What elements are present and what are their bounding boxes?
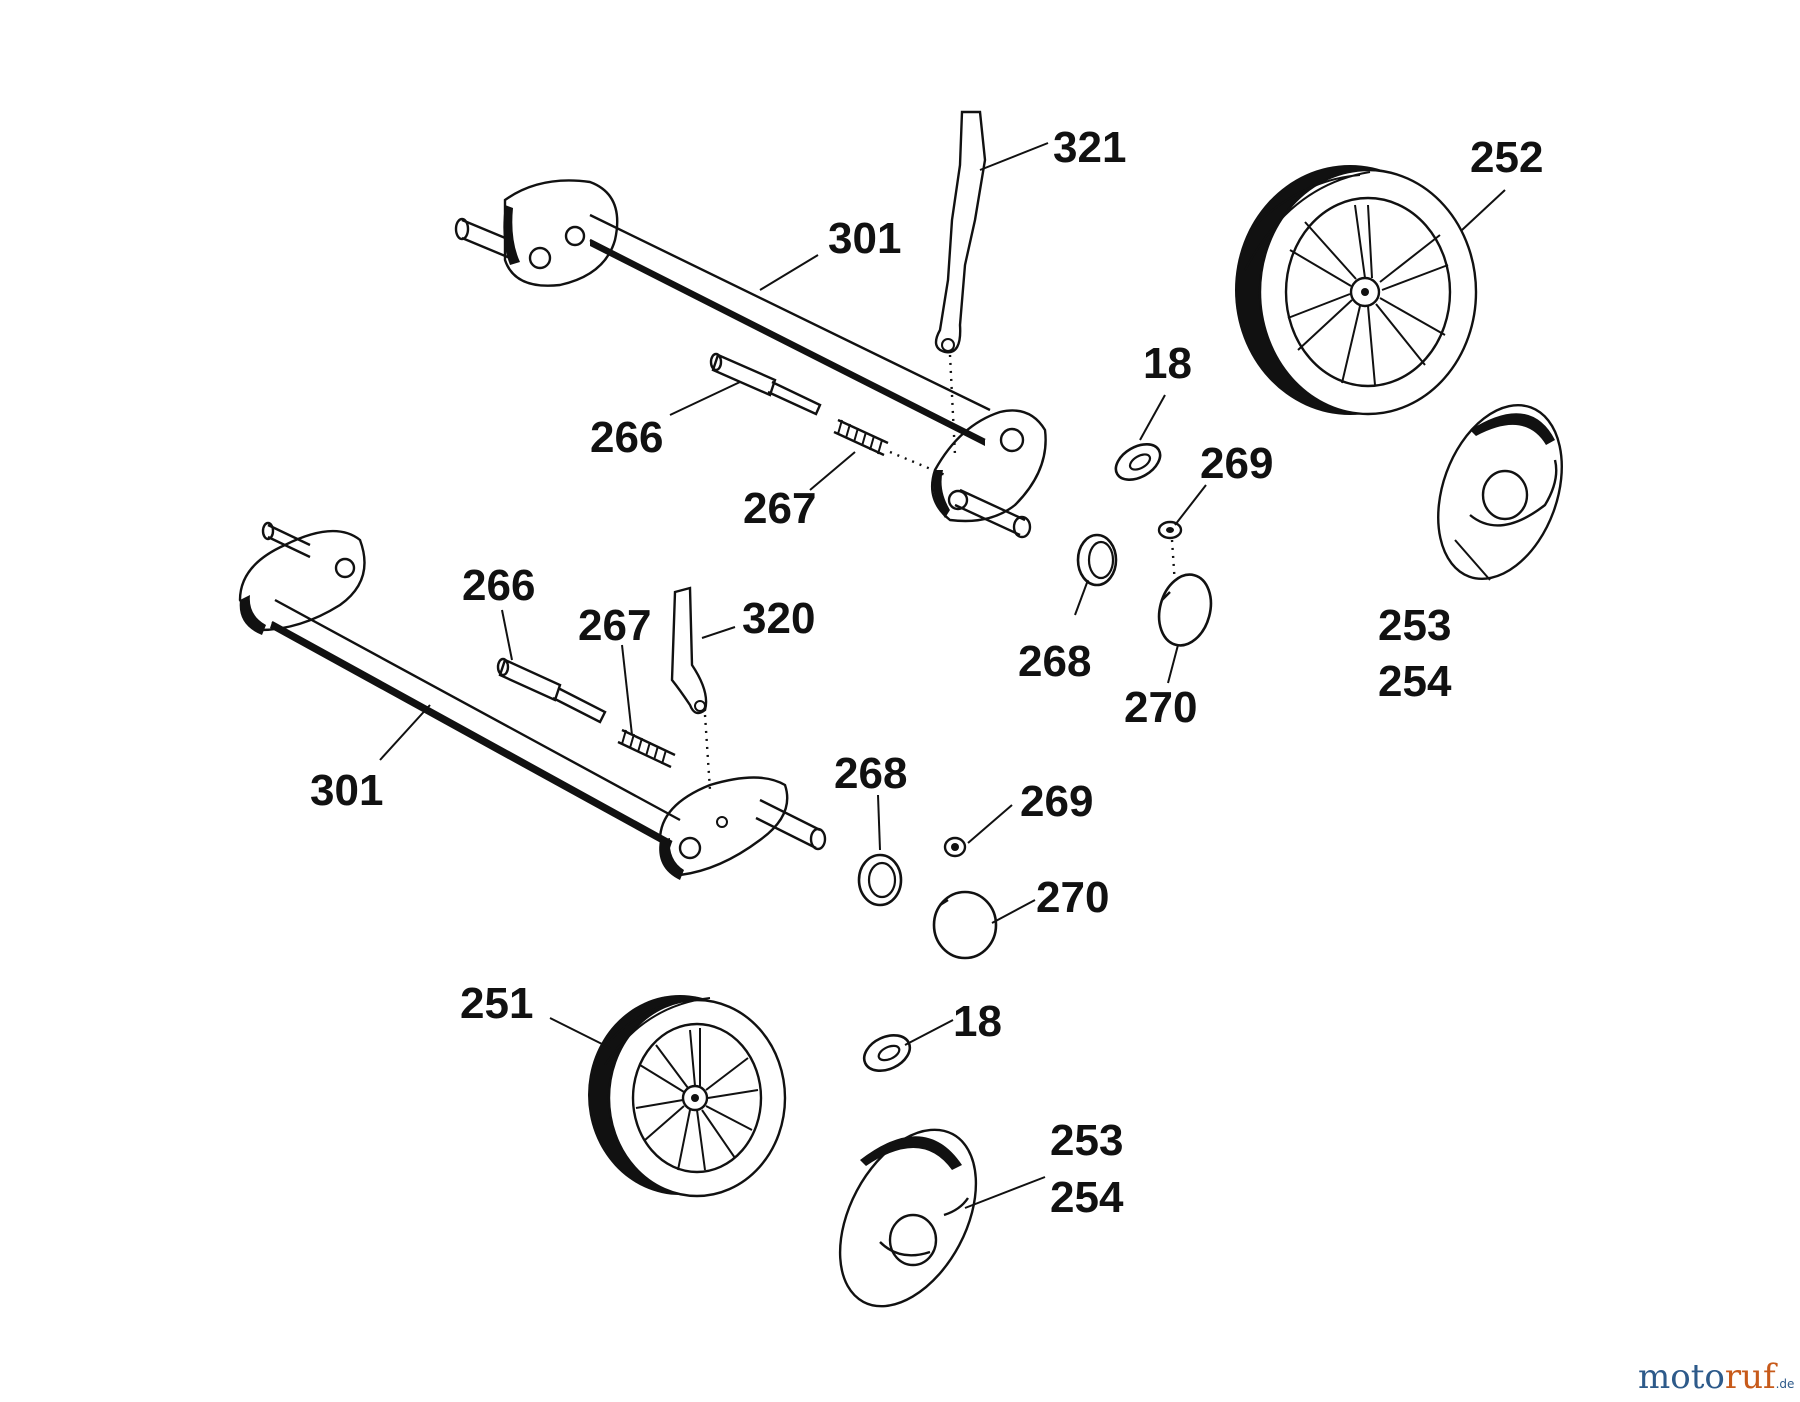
label-254-bottom: 254 [1050,1173,1124,1222]
washer-269-top [1157,520,1183,586]
lever-321 [934,110,987,456]
pin-266-top [709,352,822,416]
label-254-top: 254 [1378,657,1452,706]
label-320: 320 [742,594,815,643]
spring-267-top [833,418,946,477]
label-266-bottom: 266 [462,561,535,610]
washer-269-bottom [943,836,967,858]
label-18-top: 18 [1143,339,1192,388]
lever-320 [670,586,712,791]
washer-18-bottom [862,1034,912,1072]
top-axle-assembly [454,179,1047,539]
hubcap-253-254-bottom [838,1128,978,1308]
label-251: 251 [460,979,533,1028]
label-268-top: 268 [1018,637,1091,686]
watermark-suffix: .de [1776,1377,1795,1391]
label-270-bottom: 270 [1036,873,1109,922]
label-269-top: 269 [1200,439,1273,488]
cap-270-bottom [932,890,998,960]
label-253-top: 253 [1378,601,1451,650]
label-266-top: 266 [590,413,663,462]
clip-268-bottom [857,853,903,907]
label-301-top: 301 [828,214,901,263]
cap-270-top [1157,573,1213,647]
label-267-bottom: 267 [578,601,651,650]
label-253-bottom: 253 [1050,1116,1123,1165]
washer-18-top [1114,443,1162,481]
wheel-251 [588,995,787,1198]
svg-text:motoruf.de: motoruf.de [1638,1357,1794,1397]
label-301-bottom: 301 [310,766,383,815]
label-252: 252 [1470,133,1543,182]
label-268-bottom: 268 [834,749,907,798]
label-18-bottom: 18 [953,997,1002,1046]
watermark-part2: ruf [1725,1357,1778,1397]
label-267-top: 267 [743,484,816,533]
bottom-axle-assembly [238,521,827,880]
wheel-252 [1235,165,1478,416]
label-270-top: 270 [1124,683,1197,732]
spring-267-bottom [617,728,676,769]
watermark-logo: motoruf.de [1638,1357,1794,1397]
label-269-bottom: 269 [1020,777,1093,826]
watermark-part1: moto [1638,1357,1725,1397]
part-labels: 321 252 301 18 266 269 267 266 267 320 2… [310,123,1543,1222]
hubcap-253-254-top [1437,404,1563,580]
pin-266-bottom [496,657,607,724]
clip-268-top [1076,533,1118,587]
label-321: 321 [1053,123,1126,172]
leader-lines [379,142,1506,1209]
